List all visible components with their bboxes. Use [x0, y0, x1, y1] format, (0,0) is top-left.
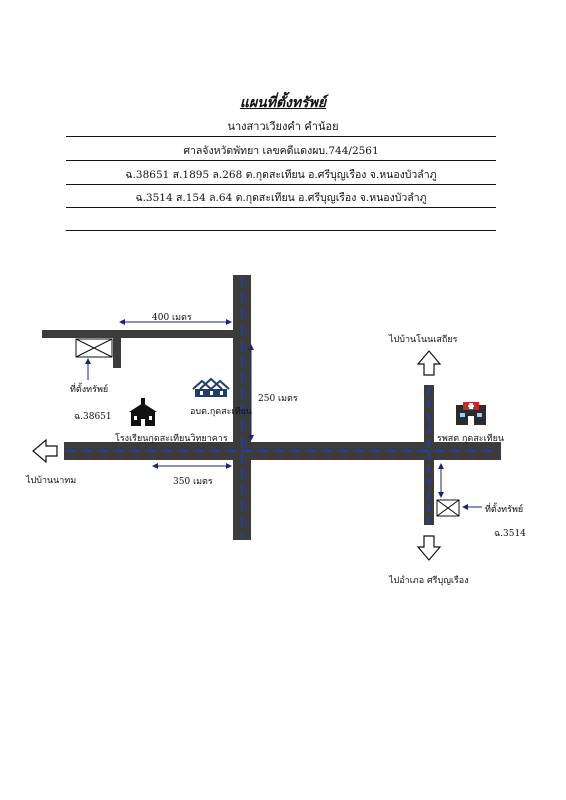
divider: [66, 207, 496, 208]
arrow-left-icon: [32, 438, 58, 464]
deed-line-1: ฉ.38651 ส.1895 ล.268 ต.กุดสะเทียน อ.ศรีบ…: [125, 169, 437, 181]
divider: [66, 230, 496, 231]
page-title: แผนที่ตั้งทรัพย์: [239, 95, 327, 111]
divider: [66, 160, 496, 161]
property-2-deed: ฉ.3514: [494, 529, 526, 539]
divider: [66, 136, 496, 137]
property-1-label: ที่ตั้งทรัพย์: [70, 385, 109, 395]
divider: [66, 184, 496, 185]
distance-350-label: 350 เมตร: [173, 477, 213, 487]
hospital-icon: [456, 402, 486, 425]
owner-name: นางสาวเวียงคำ คำน้อย: [227, 120, 339, 133]
court-case: ศาลจังหวัดพัทยา เลขคดีแดงผบ.744/2561: [183, 145, 379, 157]
property-2-marker: [436, 499, 460, 517]
distance-250-label: 250 เมตร: [258, 394, 298, 404]
to-nontasian-label: ไปบ้านโนนเสถียร: [389, 335, 458, 345]
arrow-up-icon: [416, 350, 442, 376]
property-2-label: ที่ตั้งทรัพย์: [485, 505, 524, 515]
side-road-spur: [113, 330, 121, 368]
side-road-west: [42, 330, 251, 338]
deed-line-2: ฉ.3514 ส.154 ล.64 ต.กุดสะเทียน อ.ศรีบุญเ…: [135, 192, 427, 204]
hospital-label: รพสต กุดสะเทียน: [437, 434, 505, 444]
property-1-deed: ฉ.38651: [74, 412, 112, 422]
school-label: โรงเรียนกุดสะเทียนวิทยาคาร: [115, 434, 228, 444]
property-1-marker: [75, 338, 113, 358]
house-icon: [192, 377, 230, 397]
to-district-label: ไปอำเภอ ศรีบุญเรือง: [389, 576, 469, 586]
distance-400-label: 400 เมตร: [152, 313, 192, 323]
to-natom-label: ไปบ้านนาทม: [26, 476, 77, 486]
road-network: [42, 275, 501, 540]
arrow-down-icon: [416, 535, 442, 561]
obt-label: อบต.กุดสะเทียน: [190, 407, 252, 417]
school-icon: [129, 398, 157, 426]
